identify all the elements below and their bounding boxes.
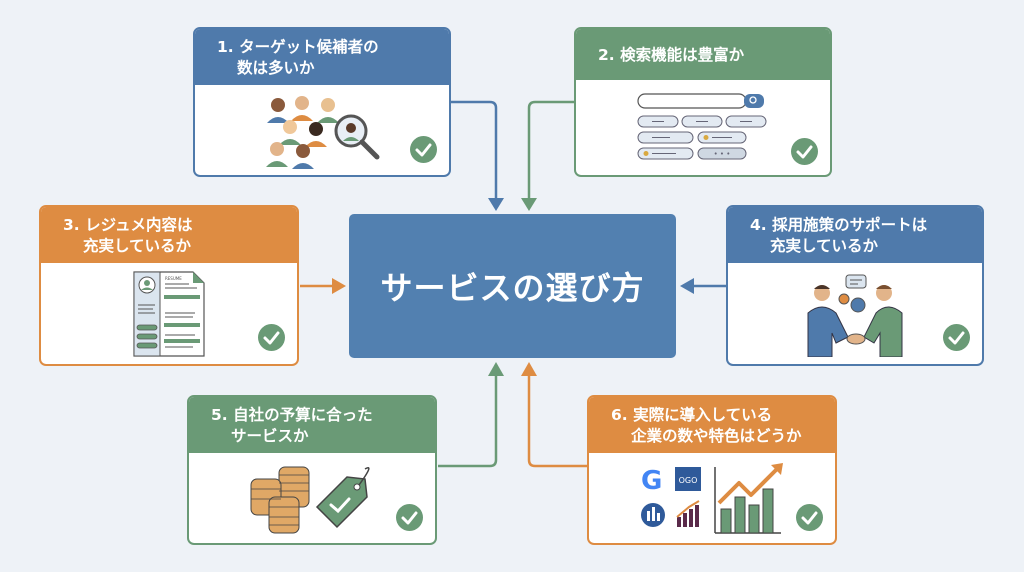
handshake-support-icon (807, 274, 903, 357)
people-search-icon (266, 96, 380, 169)
central-title: サービスの選び方 (380, 269, 645, 307)
check-icon (396, 504, 423, 531)
card-4-header: 4. 採用施策のサポートは 充実しているか (728, 207, 982, 263)
central-topic: サービスの選び方 (349, 214, 676, 358)
coins-price-tag-icon (250, 466, 370, 534)
check-icon (943, 324, 970, 351)
check-icon (410, 136, 437, 163)
connector-2 (527, 100, 575, 200)
criteria-card-5: 5. 自社の予算に合った サービスか (187, 395, 437, 545)
svg-text:G: G (641, 466, 662, 496)
check-icon (796, 504, 823, 531)
arrowhead-4 (680, 278, 694, 294)
connector-1 (450, 100, 498, 200)
arrowhead-5 (488, 362, 504, 376)
arrowhead-6 (521, 362, 537, 376)
card-2-header: 2. 検索機能は豊富か (576, 29, 830, 80)
connector-5 (438, 374, 498, 468)
criteria-card-1: 1. ターゲット候補者の 数は多いか (193, 27, 451, 177)
company-logos-growth-chart-icon: G OGO (641, 463, 783, 534)
criteria-card-3: 3. レジュメ内容は 充実しているか RESUME (39, 205, 299, 366)
card-3-header: 3. レジュメ内容は 充実しているか (41, 207, 297, 263)
arrowhead-1 (488, 198, 504, 211)
search-filters-icon: • • • (637, 93, 767, 160)
card-5-header: 5. 自社の予算に合った サービスか (189, 397, 435, 453)
check-icon (791, 138, 818, 165)
svg-text:• • •: • • • (714, 150, 731, 158)
svg-text:RESUME: RESUME (165, 276, 182, 281)
svg-text:OGO: OGO (679, 476, 698, 485)
criteria-card-2: 2. 検索機能は豊富か • • • (574, 27, 832, 177)
card-6-header: 6. 実際に導入している 企業の数や特色はどうか (589, 397, 835, 453)
check-icon (258, 324, 285, 351)
arrowhead-2 (521, 198, 537, 211)
resume-document-icon: RESUME (133, 271, 205, 357)
connector-6 (527, 374, 588, 468)
arrowhead-3 (332, 278, 346, 294)
criteria-card-6: 6. 実際に導入している 企業の数や特色はどうか G OGO (587, 395, 837, 545)
card-1-header: 1. ターゲット候補者の 数は多いか (195, 29, 449, 85)
criteria-card-4: 4. 採用施策のサポートは 充実しているか (726, 205, 984, 366)
